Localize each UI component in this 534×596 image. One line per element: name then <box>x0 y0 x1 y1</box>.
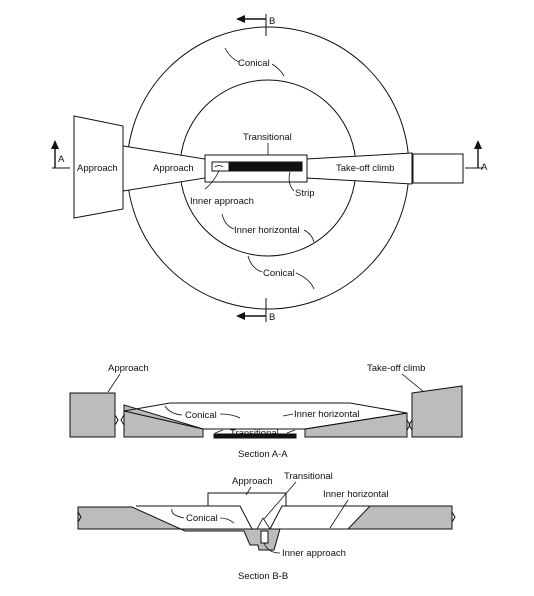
section-bb-caption: Section B-B <box>238 571 288 582</box>
inner-approach-label: Inner approach <box>190 196 254 207</box>
inner-approach-section-bb <box>260 530 269 544</box>
ground-left <box>123 404 204 438</box>
section-b-bottom-label: B <box>269 312 275 323</box>
inner-horizontal-label: Inner horizontal <box>234 225 299 236</box>
approach-block-left <box>69 392 116 438</box>
inner-horizontal-label-aa: Inner horizontal <box>294 409 359 420</box>
runway <box>229 161 303 172</box>
transitional-label-aa: Transitional <box>230 428 279 439</box>
approach-label-aa: Approach <box>108 363 149 374</box>
conical-label-bb: Conical <box>186 513 218 524</box>
section-a-left-label: A <box>58 154 65 165</box>
transitional-label-bb: Transitional <box>284 471 333 482</box>
inner-approach-box <box>211 161 230 172</box>
take-off-climb-label: Take-off climb <box>336 163 394 174</box>
section-a-right-label: A <box>481 162 488 173</box>
strip-label: Strip <box>295 188 315 199</box>
arrow-b-top-icon <box>236 15 245 23</box>
approach-outer-label: Approach <box>77 163 118 174</box>
take-off-climb-label-aa: Take-off climb <box>367 363 425 374</box>
section-aa-caption: Section A-A <box>238 449 288 460</box>
section-b-top-label: B <box>269 16 275 27</box>
approach-inner-label: Approach <box>153 163 194 174</box>
approach-label-bb: Approach <box>232 476 273 487</box>
conical-label-aa: Conical <box>185 410 217 421</box>
section-aa: Approach Take-off climb Conical Inner ho… <box>69 363 463 460</box>
section-bb: Approach Transitional Inner horizontal C… <box>77 471 456 582</box>
take-off-climb-outer <box>412 153 464 184</box>
conical-bottom-label: Conical <box>263 268 295 279</box>
inner-approach-label-bb: Inner approach <box>282 548 346 559</box>
approach-box-bb <box>207 492 287 530</box>
inner-horizontal-label-bb: Inner horizontal <box>323 489 388 500</box>
take-off-block-right <box>411 385 463 438</box>
plan-view: B B A A Conical Transitional Approach Ap… <box>51 14 488 323</box>
arrow-a-right-icon <box>474 140 482 149</box>
approach-surface-outer <box>73 115 124 219</box>
runway-section-aa <box>213 433 297 439</box>
conical-top-label: Conical <box>238 58 270 69</box>
arrow-b-bottom-icon <box>236 312 245 320</box>
arrow-a-left-icon <box>51 140 59 149</box>
transitional-label: Transitional <box>243 132 292 143</box>
